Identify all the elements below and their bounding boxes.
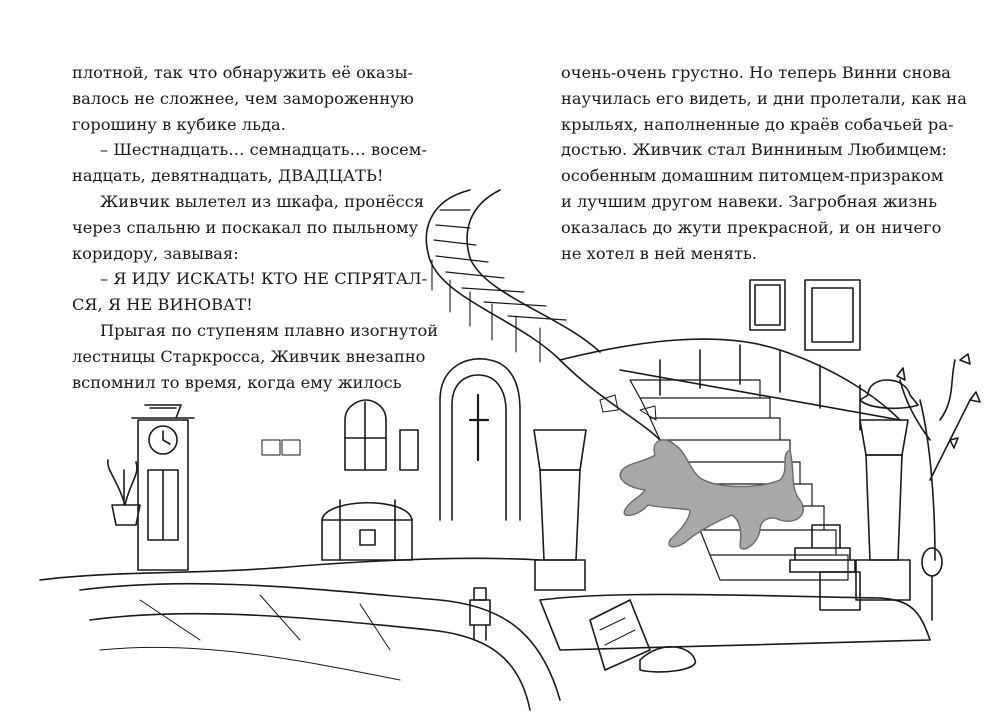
text-line: – Шестнадцать… семнадцать… восем-	[100, 140, 427, 160]
floor-runner	[79, 582, 561, 711]
treasure-chest	[321, 499, 413, 561]
newel-post-right	[855, 419, 911, 601]
text-line: лестницы Старкросса, Живчик внезапно	[72, 346, 426, 366]
text-line: достью. Живчик стал Винниным Любимцем:	[561, 140, 947, 160]
wall-bricks	[261, 394, 657, 456]
toy-robot	[469, 587, 491, 641]
ground-line	[39, 557, 541, 581]
text-line: Прыгая по ступеням плавно изогнутой	[100, 320, 439, 340]
grandfather-clock	[131, 404, 195, 571]
text-line: через спальню и поскакал по пыльному	[72, 217, 419, 237]
text-line: надцать, девятнадцать, ДВАДЦАТЬ!	[72, 166, 384, 186]
text-line: очень-очень грустно. Но теперь Винни сно…	[561, 63, 951, 82]
floor-hat	[639, 646, 696, 673]
arched-doorway	[439, 358, 521, 521]
text-line: валось не сложнее, чем замороженную	[72, 88, 414, 108]
wall-window	[344, 399, 387, 471]
right-text-column: очень-очень грустно. Но теперь Винни сно…	[561, 60, 967, 266]
floor-book	[589, 599, 651, 671]
text-line: оказалась до жути прекрасной, и он ничег…	[561, 217, 942, 237]
staircase-upper	[425, 189, 661, 441]
wall-pictures	[399, 279, 861, 471]
text-line: научилась его видеть, и дни пролетали, к…	[561, 88, 967, 108]
text-line: не хотел в ней менять.	[561, 243, 758, 263]
left-text-column: плотной, так что обнаружить её оказы- ва…	[72, 60, 439, 395]
text-line: плотной, так что обнаружить её оказы-	[72, 63, 414, 82]
hat	[859, 379, 919, 410]
text-line: СЯ, Я НЕ ВИНОВАТ!	[72, 295, 253, 315]
tennis-racket	[921, 547, 943, 621]
potted-tree-right	[896, 353, 981, 561]
staircase-illustration	[0, 180, 1000, 720]
newel-post-left	[533, 429, 587, 591]
text-line: вспомнил то время, когда ему жилось	[72, 372, 402, 392]
text-line: и лучшим другом навеки. Загробная жизнь	[561, 191, 938, 211]
ghost-dog	[619, 439, 804, 550]
book-stack	[789, 524, 861, 611]
staircase-lower	[539, 338, 931, 651]
text-line: крыльях, наполненные до краёв собачьей р…	[561, 114, 954, 134]
text-line: горошину в кубике льда.	[72, 114, 286, 134]
text-line: особенным домашним питомцем-призраком	[561, 166, 944, 186]
text-line: коридору, завывая:	[72, 243, 239, 263]
plant-pot-left	[107, 459, 141, 526]
text-line: Живчик вылетел из шкафа, пронёсся	[100, 191, 425, 211]
text-line: – Я ИДУ ИСКАТЬ! КТО НЕ СПРЯТАЛ-	[100, 269, 428, 289]
